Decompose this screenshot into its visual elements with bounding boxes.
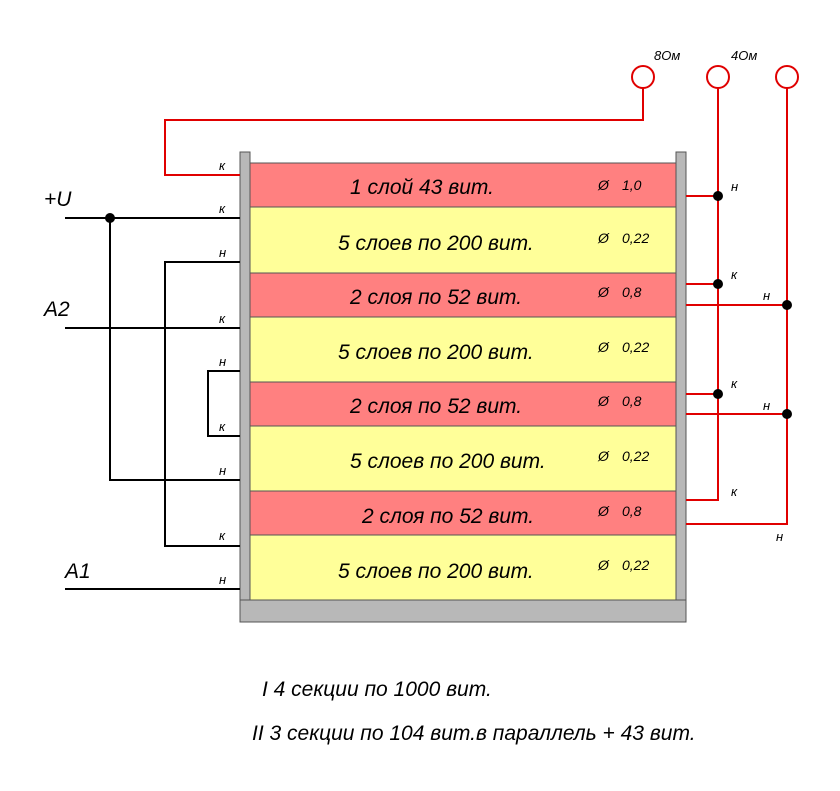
layer-4-label: 5 слоев по 200 вит. — [338, 341, 534, 364]
layer-4-diameter: 0,22 — [622, 339, 649, 355]
layer-6: 5 слоев по 200 вит. Ø 0,22 — [249, 425, 677, 492]
wire-layer4-layer6-link — [207, 370, 240, 437]
left-pin-label-5: н — [219, 354, 226, 369]
layer-6-diameter-symbol: Ø — [597, 448, 610, 464]
layer-5-diameter: 0,8 — [622, 393, 642, 409]
wire-plus-u-to-layer6 — [109, 218, 240, 481]
layer-7-label: 2 слоя по 52 вит. — [361, 505, 534, 528]
layer-8-label: 5 слоев по 200 вит. — [338, 560, 534, 583]
layer-1-diameter: 1,0 — [622, 177, 642, 193]
layer-1-label: 1 слой 43 вит. — [350, 176, 494, 199]
output-8ohm-label: 8Ом — [654, 48, 680, 63]
right-pin-label-2: к — [731, 267, 738, 282]
left-pin-label-4: к — [219, 311, 226, 326]
junction-r4 — [782, 300, 792, 310]
wire-common-output — [686, 88, 788, 525]
bobbin-left-flange — [239, 151, 251, 605]
input-a2-label: A2 — [42, 298, 70, 321]
primary-wiring — [65, 217, 240, 590]
wire-4ohm-tap — [686, 88, 719, 501]
layer-5: 2 слоя по 52 вит. Ø 0,8 — [249, 381, 677, 427]
layer-4-body — [249, 316, 677, 383]
junction-r5 — [782, 409, 792, 419]
terminal-8ohm[interactable] — [631, 65, 655, 89]
right-pin-label-5: н — [763, 398, 770, 413]
layer-3-label: 2 слоя по 52 вит. — [349, 286, 522, 309]
layer-1-diameter-symbol: Ø — [597, 177, 610, 193]
junction-r1 — [713, 191, 723, 201]
layer-4: 5 слоев по 200 вит. Ø 0,22 — [249, 316, 677, 383]
layer-2-label: 5 слоев по 200 вит. — [338, 232, 534, 255]
secondary-wiring — [164, 88, 788, 525]
left-pin-label-1: к — [219, 158, 226, 173]
layer-6-label: 5 слоев по 200 вит. — [350, 450, 546, 473]
layer-7: 2 слоя по 52 вит. Ø 0,8 — [249, 490, 677, 536]
wire-layer1-k-to-8ohm — [164, 88, 644, 176]
layer-8-diameter-symbol: Ø — [597, 557, 610, 573]
layer-3: 2 слоя по 52 вит. Ø 0,8 — [249, 272, 677, 318]
bobbin-right-flange — [675, 151, 687, 605]
left-pin-label-2: к — [219, 201, 226, 216]
right-pin-label-3: н — [763, 288, 770, 303]
layer-3-body — [249, 272, 677, 318]
junction-plus-u — [105, 213, 115, 223]
terminal-4ohm[interactable] — [706, 65, 730, 89]
left-pin-label-8: к — [219, 528, 226, 543]
layer-2: 5 слоев по 200 вит. Ø 0,22 — [249, 206, 677, 274]
layer-1: 1 слой 43 вит. Ø 1,0 — [249, 162, 677, 208]
left-pin-label-6: к — [219, 419, 226, 434]
right-pin-label-6: к — [731, 484, 738, 499]
layer-8: 5 слоев по 200 вит. Ø 0,22 — [249, 534, 677, 601]
layer-3-diameter-symbol: Ø — [597, 284, 610, 300]
layer-5-label: 2 слоя по 52 вит. — [349, 395, 522, 418]
left-pin-label-3: н — [219, 245, 226, 260]
output-4ohm-label: 4Ом — [731, 48, 757, 63]
note-line-1: I 4 секции по 1000 вит. — [262, 678, 492, 701]
layer-6-diameter: 0,22 — [622, 448, 649, 464]
right-pin-label-7: н — [776, 529, 783, 544]
layer-5-diameter-symbol: Ø — [597, 393, 610, 409]
junction-r3 — [713, 389, 723, 399]
wire-layer2-to-layer8 — [164, 261, 240, 547]
layer-2-body — [249, 206, 677, 274]
note-line-2: II 3 секции по 104 вит.в параллель + 43 … — [252, 722, 696, 745]
layer-6-body — [249, 425, 677, 492]
layer-4-diameter-symbol: Ø — [597, 339, 610, 355]
left-pin-label-9: н — [219, 572, 226, 587]
layer-2-diameter-symbol: Ø — [597, 230, 610, 246]
input-plus-u-label: +U — [44, 188, 72, 211]
right-pin-label-1: н — [731, 179, 738, 194]
junction-r2 — [713, 279, 723, 289]
layer-8-diameter: 0,22 — [622, 557, 649, 573]
bobbin-base — [239, 599, 687, 623]
layer-3-diameter: 0,8 — [622, 284, 642, 300]
left-pin-label-7: н — [219, 463, 226, 478]
input-a1-label: A1 — [63, 560, 91, 583]
layer-5-body — [249, 381, 677, 427]
layer-1-body — [249, 162, 677, 208]
layer-7-diameter: 0,8 — [622, 503, 642, 519]
layer-8-body — [249, 534, 677, 601]
layer-7-diameter-symbol: Ø — [597, 503, 610, 519]
layer-2-diameter: 0,22 — [622, 230, 649, 246]
terminal-common[interactable] — [775, 65, 799, 89]
right-pin-label-4: к — [731, 376, 738, 391]
